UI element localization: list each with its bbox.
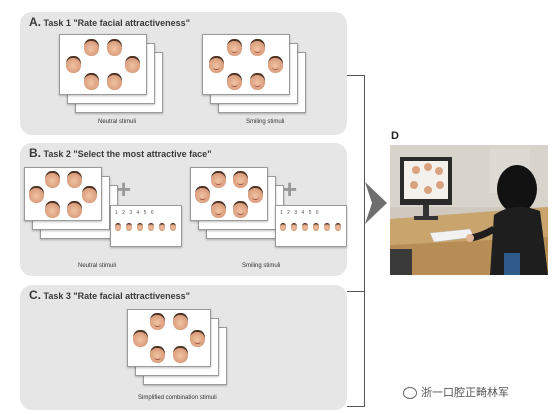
face-image bbox=[227, 39, 242, 56]
panel-b-letter: B. bbox=[29, 146, 41, 160]
experiment-setup-photo bbox=[390, 145, 548, 275]
face-image bbox=[233, 171, 248, 188]
stimulus-card-front bbox=[202, 34, 290, 95]
face-image bbox=[173, 346, 188, 363]
panel-a-title-text: Task 1 "Rate facial attractiveness" bbox=[43, 18, 190, 28]
face-image bbox=[248, 186, 263, 203]
watermark-text: 浙一口腔正畸林军 bbox=[421, 387, 509, 399]
panel-b-title: B. Task 2 "Select the most attractive fa… bbox=[29, 146, 211, 160]
face-image bbox=[211, 201, 226, 218]
face-image bbox=[173, 313, 188, 330]
mini-face bbox=[137, 223, 143, 231]
stimulus-card-front bbox=[59, 34, 147, 95]
mini-face bbox=[148, 223, 154, 231]
face-image bbox=[190, 330, 205, 347]
panel-a-title: A. Task 1 "Rate facial attractiveness" bbox=[29, 15, 190, 29]
face-image bbox=[29, 186, 44, 203]
face-image bbox=[211, 171, 226, 188]
panel-c-letter: C. bbox=[29, 288, 41, 302]
stimulus-card-front bbox=[24, 167, 102, 221]
wechat-icon bbox=[403, 387, 417, 400]
setup-scene bbox=[390, 145, 548, 275]
caption-smiling-stimuli: Smiling stimuli bbox=[242, 263, 281, 269]
face-image bbox=[227, 73, 242, 90]
panel-b-task2: B. Task 2 "Select the most attractive fa… bbox=[20, 143, 347, 276]
mini-face bbox=[335, 223, 341, 231]
face-image bbox=[67, 171, 82, 188]
panel-a-task1: A. Task 1 "Rate facial attractiveness" N… bbox=[20, 12, 347, 135]
panel-a-letter: A. bbox=[29, 15, 41, 29]
watermark: 浙一口腔正畸林军 bbox=[403, 384, 509, 400]
face-image bbox=[233, 201, 248, 218]
face-image bbox=[84, 39, 99, 56]
face-image bbox=[209, 56, 224, 73]
face-image bbox=[67, 201, 82, 218]
mini-face bbox=[126, 223, 132, 231]
connector-bracket bbox=[347, 75, 365, 407]
mini-face bbox=[280, 223, 286, 231]
caption-smiling-stimuli: Smiling stimuli bbox=[246, 119, 285, 125]
face-image bbox=[107, 39, 122, 56]
mini-face bbox=[324, 223, 330, 231]
panel-c-task3: C. Task 3 "Rate facial attractiveness" S… bbox=[20, 285, 347, 410]
mini-face bbox=[313, 223, 319, 231]
arrow-right-icon bbox=[365, 182, 387, 224]
face-image bbox=[45, 171, 60, 188]
face-image bbox=[82, 186, 97, 203]
face-image bbox=[133, 330, 148, 347]
face-image bbox=[84, 73, 99, 90]
strip-numbers: 1 2 3 4 5 6 bbox=[280, 210, 321, 216]
caption-neutral-stimuli: Neutral stimuli bbox=[98, 119, 137, 125]
caption-neutral-stimuli: Neutral stimuli bbox=[78, 263, 117, 269]
face-image bbox=[250, 39, 265, 56]
face-image bbox=[250, 73, 265, 90]
stimulus-card-front bbox=[190, 167, 268, 221]
plus-sign: + bbox=[116, 174, 132, 204]
mini-face bbox=[115, 223, 121, 231]
mini-face bbox=[170, 223, 176, 231]
ranking-strip-neutral: 1 2 3 4 5 6 bbox=[110, 205, 182, 247]
face-image bbox=[268, 56, 283, 73]
caption-combination-stimuli: Simplified combination stimuli bbox=[138, 395, 217, 401]
plus-sign: + bbox=[282, 174, 298, 204]
face-image bbox=[107, 73, 122, 90]
face-image bbox=[66, 56, 81, 73]
panel-d-letter: D bbox=[391, 130, 399, 142]
strip-numbers: 1 2 3 4 5 6 bbox=[115, 210, 156, 216]
connector-tick bbox=[347, 291, 364, 292]
mini-face bbox=[159, 223, 165, 231]
mini-face bbox=[302, 223, 308, 231]
stimulus-card-front bbox=[127, 309, 211, 367]
panel-c-title-text: Task 3 "Rate facial attractiveness" bbox=[43, 291, 190, 301]
face-image bbox=[45, 201, 60, 218]
face-image bbox=[195, 186, 210, 203]
face-image bbox=[150, 313, 165, 330]
face-image bbox=[150, 346, 165, 363]
panel-b-title-text: Task 2 "Select the most attractive face" bbox=[43, 149, 212, 159]
panel-c-title: C. Task 3 "Rate facial attractiveness" bbox=[29, 288, 190, 302]
ranking-strip-smiling: 1 2 3 4 5 6 bbox=[275, 205, 347, 247]
face-image bbox=[125, 56, 140, 73]
mini-face bbox=[291, 223, 297, 231]
